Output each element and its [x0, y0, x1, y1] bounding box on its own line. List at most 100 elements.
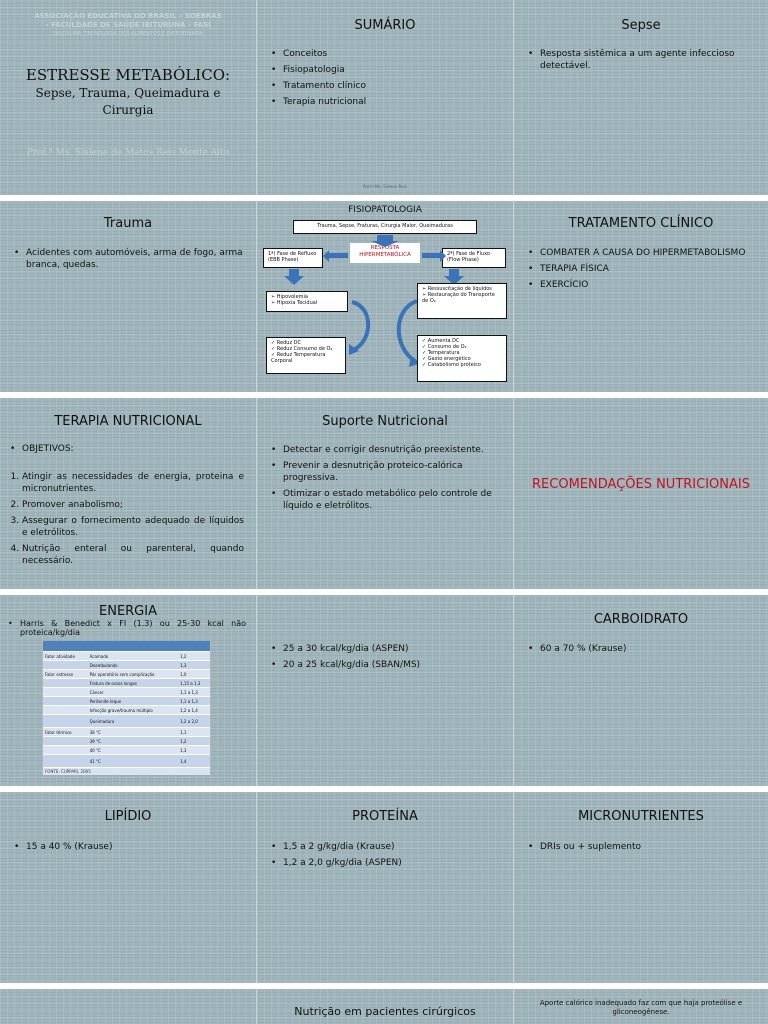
list-item: Assegurar o fornecimento adequado de líq…: [22, 515, 244, 539]
diagram-item: ✓ Aumenta DC: [422, 338, 460, 344]
diagram-item-text: Hipovolemia: [276, 294, 308, 300]
list-item: TERAPIA FÍSICA: [528, 263, 758, 275]
table-cell: [43, 736, 88, 746]
arrow-right-icon: [422, 250, 446, 262]
table-cell: [43, 705, 88, 715]
diagram-box-ebb: 1ª) Fase de Refluxo (EBB Phase): [263, 248, 323, 268]
cover-header: ASSOCIAÇÃO EDUCATIVA DO BRASIL – SOEBRAS…: [0, 12, 256, 39]
slide-row6-left: [0, 989, 257, 1024]
table-cell: Fator atividade: [43, 651, 88, 661]
bullet-list: 1,5 a 2 g/kg/dia (Krause) 1,2 a 2,0 g/kg…: [271, 841, 503, 873]
diagram-item-text: Reduz DC: [276, 340, 302, 346]
table-cell: [43, 687, 88, 697]
table-cell: 1,3: [178, 660, 210, 670]
cover-header-line: ASSOCIAÇÃO EDUCATIVA DO BRASIL – SOEBRAS: [34, 12, 222, 20]
slide-footer: Prof.ª Ms. Sislene Reis: [363, 184, 407, 189]
table-cell: 40 °C: [87, 745, 179, 755]
table-cell: [43, 754, 88, 768]
bullet-list: Resposta sistêmica a um agente infeccios…: [528, 48, 758, 76]
diagram-item-text: Hipoxia Tecidual: [276, 300, 318, 306]
bullet-list: Acidentes com automóveis, arma de fogo, …: [14, 247, 246, 275]
table-cell: [43, 714, 88, 728]
table-source: FONTE: CUPPARI, 2005: [45, 769, 91, 774]
diagram-item: ✓ Reduz Consumo de O₂: [271, 346, 333, 352]
slide-row-1: ASSOCIAÇÃO EDUCATIVA DO BRASIL – SOEBRAS…: [0, 0, 768, 195]
diagram-arrows: [284, 235, 464, 367]
slide-row-6: Nutrição em pacientes cirúrgicos Aporte …: [0, 989, 768, 1024]
slide-recomendacoes: RECOMENDAÇÕES NUTRICIONAIS: [514, 398, 768, 589]
slide-title: Nutrição em pacientes cirúrgicos: [294, 1005, 476, 1018]
table-cell: 1,2: [178, 651, 210, 661]
table-cell: Fator estresse: [43, 669, 88, 679]
table-cell: 1,1: [178, 727, 210, 737]
table-cell: 39 °C: [87, 736, 179, 746]
table-cell: [43, 696, 88, 706]
table-cell: Fratura de ossos longos: [87, 678, 179, 688]
slide-title: TRATAMENTO CLÍNICO: [568, 216, 714, 231]
slide-row-4: ENERGIA Harris & Benedict x FI (1.3) ou …: [0, 595, 768, 786]
slide-title: ENERGIA: [99, 604, 157, 619]
slide-title: TERAPIA NUTRICIONAL: [54, 414, 202, 429]
slide-fisiopatologia: FISIOPATOLOGIA Trauma, Sepse, Fraturas, …: [257, 201, 514, 392]
table-header-cell: [43, 641, 88, 652]
slide-row-2: Trauma Acidentes com automóveis, arma de…: [0, 201, 768, 392]
slide-cover: ASSOCIAÇÃO EDUCATIVA DO BRASIL – SOEBRAS…: [0, 0, 257, 195]
diagram-item-text: Temperatura: [427, 350, 460, 356]
slide-sumario: SUMÁRIO Conceitos Fisiopatologia Tratame…: [257, 0, 514, 195]
curve-arrow-icon: [351, 300, 371, 351]
table-cell: Deambulando: [87, 660, 179, 670]
list-item: 15 a 40 % (Krause): [14, 841, 246, 853]
bullet-list: 15 a 40 % (Krause): [14, 841, 246, 857]
table-cell: [43, 660, 88, 670]
table-cell: Câncer: [87, 687, 179, 697]
table-cell: [43, 745, 88, 755]
cover-subtitle: Sepse, Trauma, Queimadura e Cirurgia: [35, 86, 221, 117]
list-item: 60 a 70 % (Krause): [528, 643, 758, 655]
list-item: Nutrição enteral ou parenteral, quando n…: [22, 543, 244, 567]
diagram-item-text: Ressuscitação de líquidos: [427, 286, 492, 292]
list-item: DRIs ou + suplemento: [528, 841, 758, 853]
diagram-item: ➢ Ressuscitação de líquidos: [422, 286, 492, 292]
slide-aporte: Aporte calórico inadequado faz com que h…: [514, 989, 768, 1024]
slide-title: MICRONUTRIENTES: [578, 809, 704, 824]
list-item: 1,2 a 2,0 g/kg/dia (ASPEN): [271, 857, 503, 869]
table-cell: Peritonite leque: [87, 696, 179, 706]
arrow-down-icon: [284, 269, 304, 285]
diagram-item: ✓ Reduz DC: [271, 340, 302, 346]
slide-title: CARBOIDRATO: [593, 612, 689, 627]
table-cell: 1,4: [178, 754, 210, 768]
diagram-box-flow-results: ✓ Aumenta DC ✓ Consumo de O₂ ✓ Temperatu…: [417, 335, 507, 382]
slide-energia: ENERGIA Harris & Benedict x FI (1.3) ou …: [0, 595, 257, 786]
list-item: 25 a 30 kcal/kg/dia (ASPEN): [271, 643, 503, 655]
slide-title: SUMÁRIO: [354, 18, 416, 33]
diagram-item: ➢ Hipoxia Tecidual: [271, 300, 318, 306]
table-cell: Queimadura: [87, 714, 179, 728]
table-cell: Acamado: [87, 651, 179, 661]
slide-carboidrato: CARBOIDRATO 60 a 70 % (Krause): [514, 595, 768, 786]
diagram-item-text: Restauração do Transporte de O₂: [422, 292, 495, 304]
list-item: Terapia nutricional: [271, 96, 503, 108]
slide-trauma: Trauma Acidentes com automóveis, arma de…: [0, 201, 257, 392]
table-cell: 1,1 a 1,3: [178, 687, 210, 697]
bullet-list: Detectar e corrigir desnutrição preexist…: [271, 444, 503, 516]
cover-title: ESTRESSE METABÓLICO:: [0, 66, 256, 84]
list-item: Tratamento clínico: [271, 80, 503, 92]
list-item: Promover anabolismo;: [22, 499, 244, 511]
table-cell: 1,15 a 1,3: [178, 678, 210, 688]
slide-row-5: LIPÍDIO 15 a 40 % (Krause) PROTEÍNA 1,5 …: [0, 792, 768, 983]
list-item: OBJETIVOS:: [10, 443, 244, 455]
diagram-item: ✓ Reduz Temperatura Corporal: [271, 352, 326, 364]
bullet-list: DRIs ou + suplemento: [528, 841, 758, 857]
bullet-list: COMBATER A CAUSA DO HIPERMETABOLISMO TER…: [528, 247, 758, 295]
diagram-item-text: Reduz Temperatura Corporal: [271, 352, 326, 364]
